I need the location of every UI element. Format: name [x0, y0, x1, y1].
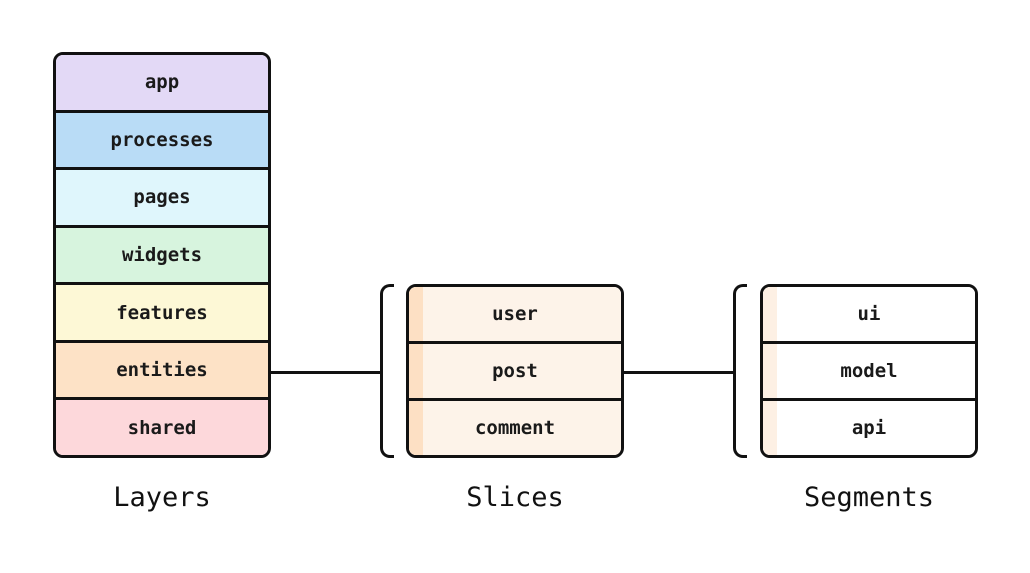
- layer-features: features: [56, 285, 268, 343]
- segment-model: model: [763, 344, 975, 401]
- segments-stack: ui model api: [760, 284, 978, 458]
- slice-label: comment: [474, 417, 556, 439]
- segment-label: ui: [857, 303, 881, 325]
- slice-comment: comment: [409, 401, 621, 455]
- slice-user: user: [409, 287, 621, 344]
- segment-label: model: [840, 360, 898, 382]
- segment-ui: ui: [763, 287, 975, 344]
- connector-layers-to-slices: [271, 371, 381, 374]
- slice-post: post: [409, 344, 621, 401]
- layer-app: app: [56, 55, 268, 113]
- slice-label: user: [492, 303, 538, 325]
- slices-bracket: [380, 284, 394, 458]
- layer-entities: entities: [56, 342, 268, 401]
- slices-caption: Slices: [466, 482, 564, 513]
- layer-pages: pages: [56, 170, 268, 228]
- layer-shared: shared: [56, 400, 268, 455]
- layers-caption: Layers: [113, 482, 211, 513]
- segment-api: api: [763, 401, 975, 455]
- slices-stack: user post comment: [406, 284, 624, 458]
- connector-slices-to-segments: [624, 371, 734, 374]
- layers-stack: app processes pages widgets features ent…: [53, 52, 271, 458]
- layer-processes: processes: [56, 112, 268, 171]
- layer-widgets: widgets: [56, 227, 268, 286]
- segments-bracket: [733, 284, 747, 458]
- slice-label: post: [492, 360, 538, 382]
- segment-label: api: [851, 417, 887, 439]
- segments-caption: Segments: [803, 482, 935, 513]
